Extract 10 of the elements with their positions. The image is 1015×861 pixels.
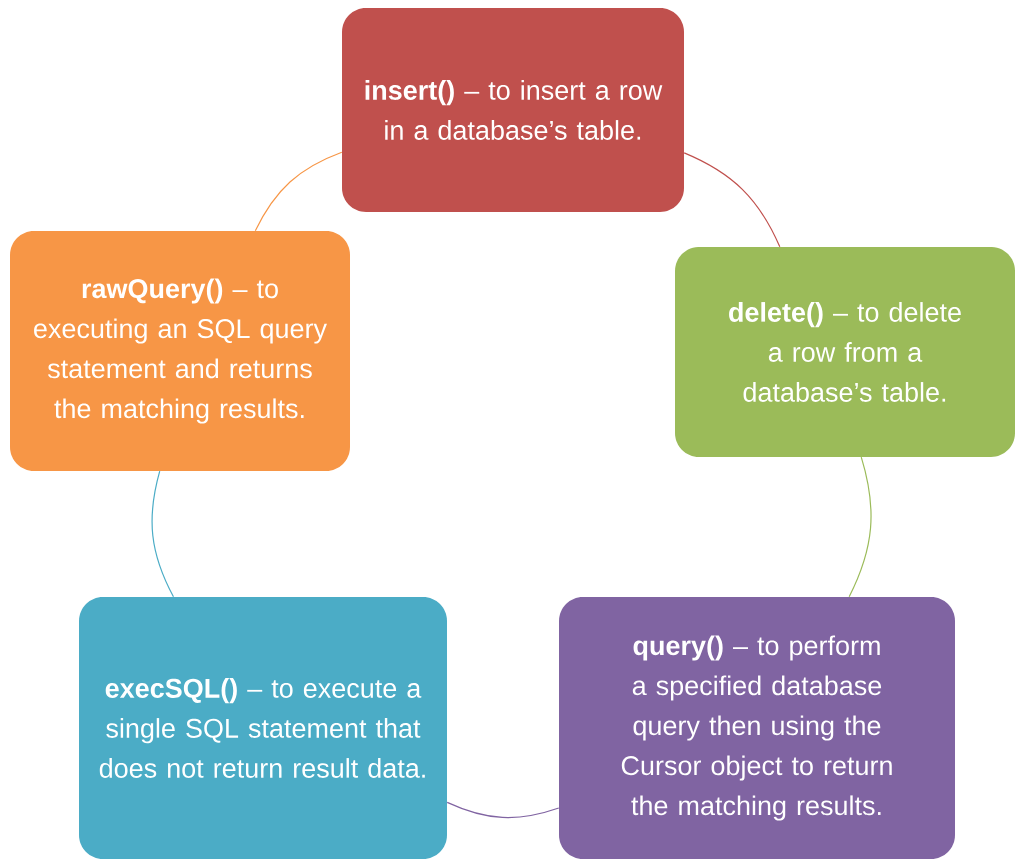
connector-arc <box>151 470 175 598</box>
process-box: query() – to perform a specified database query then using the Cursor object to return the matching results. <box>559 597 955 859</box>
process-box: insert() – to insert a row in a database’s table. <box>342 8 684 212</box>
process-box: rawQuery() – to executing an SQL query statement and returns the matching results. <box>10 231 350 471</box>
process-box: delete() – to delete a row from a database’s table. <box>675 247 1015 457</box>
connector-arc <box>254 151 343 232</box>
connector-arc <box>848 456 872 598</box>
process-box: execSQL() – to execute a single SQL statement that does not return result data. <box>79 597 447 859</box>
connector-arc <box>683 152 781 248</box>
connector-arc <box>446 801 560 819</box>
